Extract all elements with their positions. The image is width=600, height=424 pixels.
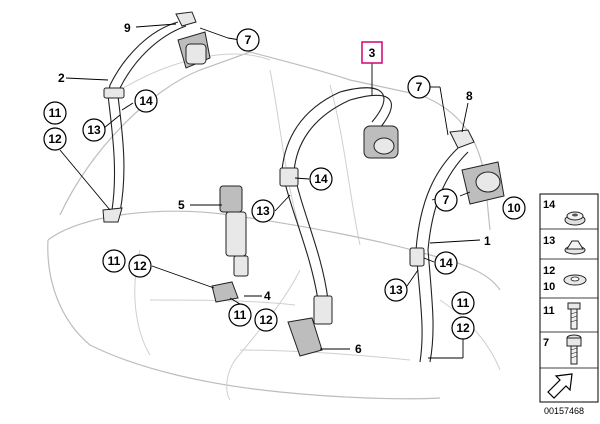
label-8[interactable]: 8 (466, 89, 473, 103)
callout-12-buckle[interactable] (254, 308, 278, 332)
callout-7-right-text: 7 (416, 80, 423, 94)
callout-12-right[interactable] (451, 316, 475, 340)
callout-14-left-text: 14 (139, 94, 153, 108)
washer-cone-icon (564, 240, 586, 255)
circled-callouts: 7 11 12 13 14 7 14 13 11 12 11 12 7 10 (43, 28, 526, 340)
legend-label-13: 13 (543, 235, 555, 247)
callout-13-left[interactable] (82, 118, 106, 142)
callout-12-lowerleft[interactable] (128, 254, 152, 278)
label-5[interactable]: 5 (178, 198, 185, 212)
plain-labels: 9 2 8 5 4 6 1 (58, 21, 491, 356)
callout-11-lowerleft[interactable] (102, 249, 126, 273)
right-belt-assembly (409, 129, 505, 363)
callout-10[interactable] (502, 196, 526, 220)
left-belt-assembly (102, 11, 211, 223)
callout-13-left-text: 13 (87, 123, 101, 137)
callout-11-right[interactable] (451, 291, 475, 315)
callout-11-buckle-text: 11 (234, 308, 247, 322)
callout-7-top[interactable] (236, 28, 260, 52)
callout-12-right-text: 12 (456, 321, 470, 335)
label-4[interactable]: 4 (264, 289, 271, 303)
callout-7-top-text: 7 (245, 33, 252, 47)
callout-7-right[interactable] (407, 75, 431, 99)
buckle-5 (219, 185, 249, 277)
callout-10-text: 10 (507, 201, 521, 215)
highlighted-part-3[interactable]: 3 (361, 41, 383, 64)
buckle-4 (211, 281, 239, 303)
callout-14-right[interactable] (434, 251, 458, 275)
callout-12-left[interactable] (43, 127, 67, 151)
callout-14-left[interactable] (134, 89, 158, 113)
small-parts-legend: 14 13 12 10 11 7 (539, 193, 599, 403)
callout-13-right-text: 13 (389, 283, 403, 297)
callout-13-center[interactable] (251, 199, 275, 223)
label-2[interactable]: 2 (58, 71, 65, 85)
legend-label-7: 7 (543, 337, 549, 349)
legend-label-14: 14 (543, 199, 556, 211)
direction-arrow-icon (547, 373, 573, 399)
callout-7-rightbelt[interactable] (434, 188, 458, 212)
legend-label-11: 11 (543, 305, 555, 317)
callout-11-left-text: 11 (49, 106, 62, 120)
nut-icon (564, 211, 586, 226)
label-6[interactable]: 6 (355, 342, 362, 356)
callout-11-buckle[interactable] (228, 303, 252, 327)
callout-14-right-text: 14 (439, 256, 453, 270)
callout-13-right[interactable] (384, 278, 408, 302)
screw-icon (566, 334, 582, 365)
flat-washer-icon (563, 274, 587, 286)
callout-11-lowerleft-text: 11 (108, 254, 121, 268)
callout-7-rightbelt-text: 7 (443, 193, 450, 207)
callout-12-lowerleft-text: 12 (133, 259, 147, 273)
leader-lines (59, 23, 481, 359)
callout-14-center-text: 14 (314, 172, 328, 186)
center-belt-assembly (279, 87, 399, 357)
callout-13-center-text: 13 (256, 204, 270, 218)
callout-14-center[interactable] (309, 167, 333, 191)
callout-12-buckle-text: 12 (259, 313, 273, 327)
bolt-icon (567, 302, 581, 330)
drawing-code: 00157468 (544, 406, 584, 416)
callout-11-right-text: 11 (457, 296, 470, 310)
label-1[interactable]: 1 (484, 234, 491, 248)
callout-11-left[interactable] (43, 101, 67, 125)
label-9[interactable]: 9 (124, 21, 131, 35)
legend-label-12: 12 (543, 265, 555, 277)
legend-label-10: 10 (543, 281, 555, 293)
callout-12-left-text: 12 (48, 132, 62, 146)
highlight-label: 3 (369, 46, 376, 60)
